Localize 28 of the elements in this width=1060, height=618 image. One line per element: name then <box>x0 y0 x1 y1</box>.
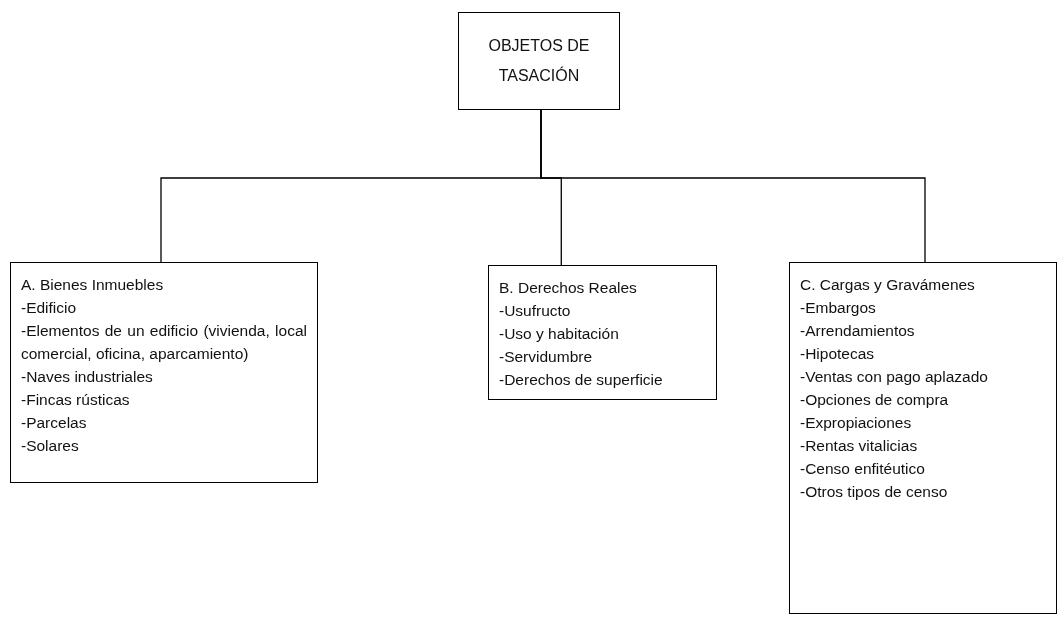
list-item: -Uso y habitación <box>499 324 620 344</box>
list-item: -Arrendamientos <box>800 321 916 341</box>
list-item: -Expropiaciones <box>800 413 913 433</box>
list-item: -Parcelas <box>21 413 88 433</box>
list-item: -Ventas con pago aplazado <box>800 367 989 387</box>
list-item: -Rentas vitalicias <box>800 436 919 456</box>
list-item: -Opciones de compra <box>800 390 950 410</box>
category-box <box>488 265 717 400</box>
category-box <box>10 262 318 483</box>
list-item: -Fincas rústicas <box>21 390 131 410</box>
category-heading: C. Cargas y Gravámenes <box>800 275 976 295</box>
list-item: -Hipotecas <box>800 344 876 364</box>
list-item: -Elementos de un edificio (vivienda, local comercial, oficina, aparcamiento) <box>21 321 307 364</box>
connector-line <box>540 109 926 263</box>
category-heading: A. Bienes Inmuebles <box>21 275 165 295</box>
category-box <box>458 12 620 110</box>
box-title: OBJETOS DE TASACIÓN <box>487 36 591 86</box>
category-heading: B. Derechos Reales <box>499 278 638 298</box>
list-item: -Naves industriales <box>21 367 154 387</box>
list-item: -Solares <box>21 436 80 456</box>
list-item: -Usufructo <box>499 301 572 321</box>
list-item: -Censo enfitéutico <box>800 459 926 479</box>
list-item: -Servidumbre <box>499 347 594 367</box>
list-item: -Edificio <box>21 298 78 318</box>
list-item: -Embargos <box>800 298 877 318</box>
list-item: -Otros tipos de censo <box>800 482 949 502</box>
category-box <box>789 262 1057 614</box>
list-item: -Derechos de superficie <box>499 370 664 390</box>
